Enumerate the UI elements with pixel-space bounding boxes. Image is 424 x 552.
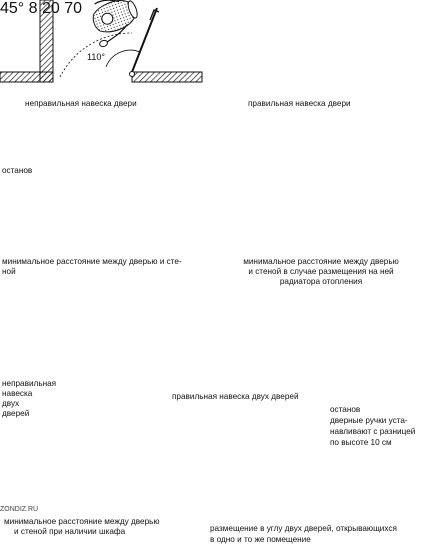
caption-corner-line2: в одно и то же помещение: [210, 535, 311, 544]
caption-correct-two-doors: правильная навеска двух дверей: [172, 392, 299, 401]
wall: 8: [29, 0, 42, 17]
door-handle: 45°: [0, 0, 29, 17]
handle-note-line3: по высоте 10 см: [330, 438, 392, 447]
caption-correct-hanging: правильная навеска двери: [248, 99, 351, 108]
stop-label: останов: [2, 166, 33, 175]
dimension-tick: 70: [64, 0, 82, 17]
stop-label: останов: [330, 405, 361, 414]
door-swing-arc: 45°: [0, 0, 29, 17]
caption-wardrobe-line1: минимальное расстояние между дверью: [4, 517, 160, 526]
wall: 70: [64, 0, 82, 17]
dimension-line: 70: [64, 0, 82, 17]
caption-radiator-line2: и стеной в случае размещения на ней: [248, 267, 394, 276]
angle-arc: 45°: [0, 0, 29, 17]
caption-two-doors-line1: неправильная: [2, 379, 57, 388]
person-figure: 45°: [0, 0, 29, 17]
caption-corner-line1: размещение в углу двух дверей, открывающ…: [210, 524, 397, 533]
wall: 70: [64, 0, 82, 17]
caption-two-doors-line2: навеска: [2, 389, 33, 398]
panel-incorrect-hanging: 110°: [0, 0, 203, 83]
dimension-label: 8: [28, 0, 38, 17]
wall: 45°: [0, 0, 29, 17]
handle-note-line1: дверные ручки уста-: [330, 416, 408, 425]
dimension-tick: 70: [64, 0, 82, 17]
wall: 45°: [0, 0, 29, 17]
wall: [0, 71, 54, 83]
caption-two-doors-line3: двух: [2, 399, 20, 408]
panel-min-distance-wardrobe: 70: [64, 0, 82, 17]
wall: [131, 71, 203, 83]
door-hinge: [129, 71, 135, 77]
wall: 70: [64, 0, 82, 17]
door-swing-arc: [59, 32, 133, 78]
dimension-tick: 8: [29, 0, 42, 17]
caption-min-distance-line2: ной: [2, 267, 16, 276]
wall: 8: [29, 0, 42, 17]
caption-radiator-line1: минимальное расстояние между дверью: [243, 257, 399, 266]
caption-radiator-line3: радиатора отопления: [279, 277, 363, 286]
person-figure: [85, 0, 146, 49]
caption-wardrobe-line2: и стеной при наличии шкафа: [14, 527, 126, 536]
caption-incorrect-hanging: неправильная навеска двери: [25, 99, 137, 108]
handle-note-line2: навливают с разницей: [330, 427, 416, 436]
wall: 8: [29, 0, 42, 17]
angle-label: 45°: [0, 0, 25, 17]
dimension-line: 8: [29, 0, 42, 17]
door-leaf: [131, 7, 158, 73]
angle-label: 110°: [87, 52, 105, 62]
dimension-tick: 8: [29, 0, 42, 17]
angle-arc: [105, 49, 141, 68]
dimension-label: 70: [64, 0, 83, 17]
wall: [39, 0, 54, 83]
door-leaf: 45°: [0, 0, 29, 17]
caption-min-distance-line1: минимальное расстояние между дверью и ст…: [2, 257, 182, 266]
panel-correct-hanging: 45°: [0, 0, 29, 17]
door-handle: [149, 9, 160, 21]
panel-min-distance-wall: 8: [29, 0, 42, 17]
watermark: ZONDIZ.RU: [0, 506, 39, 513]
door-hinge: 45°: [0, 0, 29, 17]
caption-two-doors-line4: дверей: [2, 409, 30, 418]
wall: 45°: [0, 0, 29, 17]
